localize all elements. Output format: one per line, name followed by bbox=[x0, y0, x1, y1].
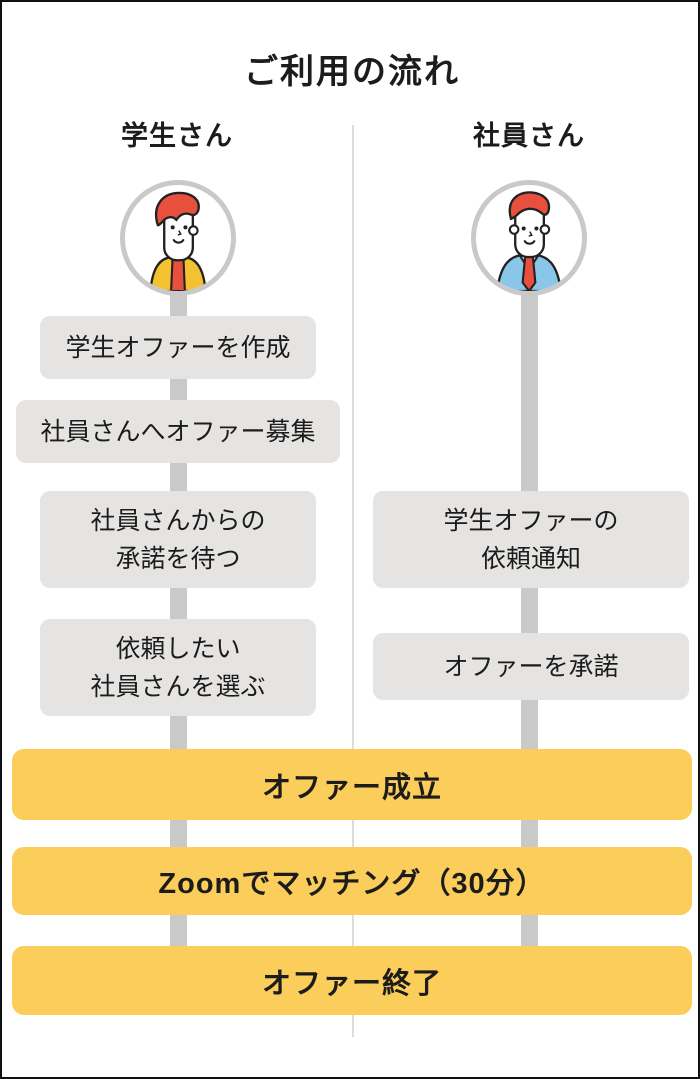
employee-step-accept-offer: オファーを承諾 bbox=[373, 633, 689, 700]
shared-step-zoom-matching: Zoomでマッチング（30分） bbox=[12, 847, 692, 915]
student-avatar-icon bbox=[120, 180, 236, 296]
student-step-create-offer: 学生オファーを作成 bbox=[40, 316, 316, 379]
employee-step-request-notification: 学生オファーの 依頼通知 bbox=[373, 491, 689, 588]
employee-column-header: 社員さん bbox=[473, 121, 585, 151]
shared-step-offer-established: オファー成立 bbox=[12, 749, 692, 820]
student-step-wait-approval: 社員さんからの 承諾を待つ bbox=[40, 491, 316, 588]
page-title: ご利用の流れ bbox=[244, 53, 460, 91]
employee-avatar-icon bbox=[471, 180, 587, 296]
student-column-header: 学生さん bbox=[121, 121, 233, 151]
student-step-choose-employee: 依頼したい 社員さんを選ぶ bbox=[40, 619, 316, 716]
shared-step-offer-finished: オファー終了 bbox=[12, 946, 692, 1015]
student-step-recruit-employees: 社員さんへオファー募集 bbox=[16, 400, 340, 463]
column-divider-line bbox=[352, 125, 354, 1037]
